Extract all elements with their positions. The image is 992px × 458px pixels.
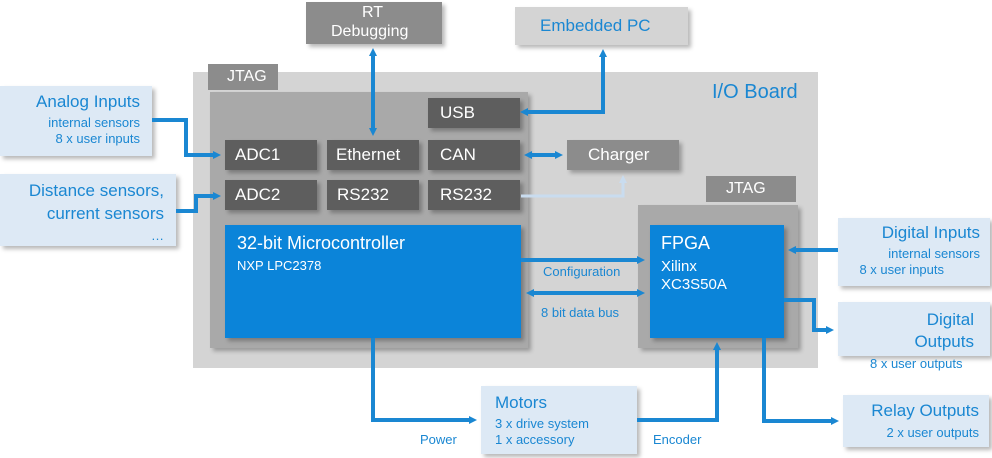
microcontroller-model: NXP LPC2378 bbox=[237, 258, 322, 273]
arrow-pc-usb bbox=[520, 49, 607, 116]
adc2-port: ADC2 bbox=[225, 180, 317, 210]
rs232-port-1: RS232 bbox=[327, 180, 419, 210]
io-board-label: I/O Board bbox=[712, 81, 798, 103]
fpga-vendor: Xilinx bbox=[661, 258, 697, 275]
digital-inputs-box: Digital Inputs internal sensors 8 x user… bbox=[838, 218, 990, 286]
rt-debugging-box: RT Debugging bbox=[306, 2, 442, 44]
encoder-label: Encoder bbox=[653, 432, 702, 447]
fpga-model: XC3S50A bbox=[661, 276, 727, 293]
arrow-power bbox=[371, 338, 477, 424]
microcontroller-title: 32-bit Microcontroller bbox=[237, 233, 406, 253]
arrow-rs232-charger bbox=[521, 175, 627, 198]
arrow-analog-adc1 bbox=[152, 118, 221, 159]
arrow-encoder bbox=[637, 342, 721, 422]
analog-inputs-box: Analog Inputs internal sensors 8 x user … bbox=[0, 86, 152, 156]
can-port: CAN bbox=[428, 140, 520, 170]
distance-sensors-box: Distance sensors, current sensors … bbox=[0, 174, 176, 246]
fpga-block: FPGA Xilinx XC3S50A bbox=[650, 225, 784, 338]
digital-outputs-box: Digital Outputs bbox=[838, 302, 990, 356]
rs232-port-2: RS232 bbox=[428, 180, 520, 210]
motors-box: Motors 3 x drive system 1 x accessory bbox=[481, 386, 637, 454]
data-bus-label: 8 bit data bus bbox=[541, 305, 620, 320]
jtag-fpga-tab: JTAG bbox=[706, 176, 796, 202]
jtag-microcontroller-tab: JTAG bbox=[208, 64, 278, 90]
arrow-relay-outputs bbox=[762, 338, 839, 425]
configuration-label: Configuration bbox=[543, 264, 621, 279]
charger-box: Charger bbox=[567, 140, 679, 170]
power-label: Power bbox=[420, 432, 457, 447]
arrow-digital-outputs bbox=[784, 298, 834, 334]
relay-outputs-box: Relay Outputs 2 x user outputs bbox=[843, 395, 989, 447]
arrow-distance-adc2 bbox=[176, 192, 221, 213]
embedded-pc-box: Embedded PC bbox=[515, 7, 688, 45]
ethernet-port: Ethernet bbox=[327, 140, 419, 170]
adc1-port: ADC1 bbox=[225, 140, 317, 170]
fpga-title: FPGA bbox=[661, 233, 711, 253]
usb-port: USB bbox=[428, 98, 520, 128]
digital-outputs-sub: 8 x user outputs bbox=[870, 356, 963, 371]
microcontroller-block: 32-bit Microcontroller NXP LPC2378 bbox=[225, 225, 521, 338]
